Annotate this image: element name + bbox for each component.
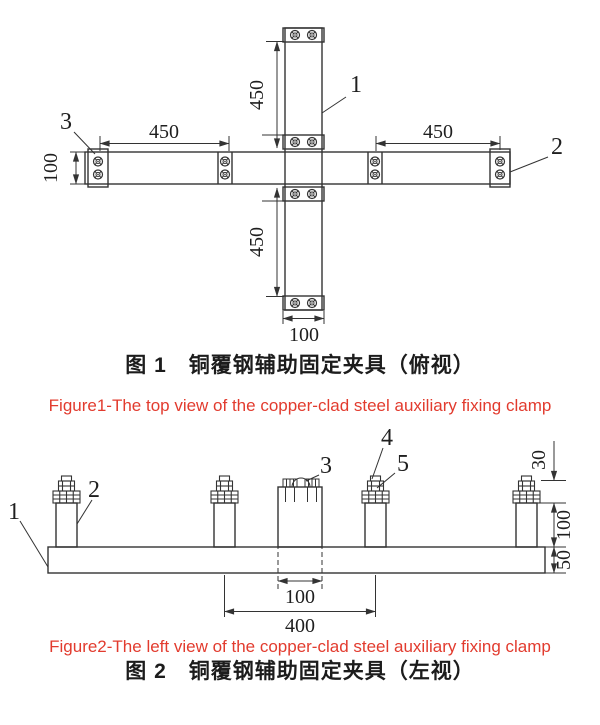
- figure1-top-view: 450 450 450 450 100: [40, 27, 563, 346]
- bolt-icon: [494, 169, 506, 180]
- svg-text:5: 5: [397, 451, 409, 477]
- part-label-1: 1: [321, 72, 362, 114]
- dim-text: 100: [289, 324, 319, 346]
- clamp-post-4: [361, 475, 390, 548]
- svg-text:2: 2: [551, 134, 563, 160]
- clamp-post-2: [210, 475, 239, 548]
- bolt-icon: [219, 156, 231, 167]
- horizontal-arm: [84, 151, 511, 185]
- svg-text:1: 1: [8, 499, 20, 525]
- dim-post-height-100: 100: [540, 502, 575, 548]
- dim-text: 100: [285, 586, 315, 608]
- bolt-icon: [306, 188, 318, 200]
- vertical-arm-clamp-plates: [282, 27, 325, 311]
- bolt-icon: [92, 156, 104, 167]
- clamp-post-1: [52, 475, 81, 548]
- part-label-4: 4: [371, 425, 393, 480]
- bolt-icon: [494, 156, 506, 167]
- part-label-5: 5: [376, 451, 409, 489]
- svg-text:3: 3: [320, 453, 332, 479]
- bolt-icon: [306, 136, 318, 148]
- dim-text: 450: [246, 80, 268, 110]
- svg-text:1: 1: [350, 72, 362, 98]
- part-label-3: 3: [60, 109, 96, 155]
- svg-text:4: 4: [381, 425, 393, 451]
- center-clamp-post: [277, 477, 323, 589]
- base-bar: [47, 546, 546, 574]
- dim-text: 100: [40, 153, 62, 183]
- clamp-post-5: [512, 475, 541, 548]
- svg-text:3: 3: [60, 109, 72, 135]
- dim-text: 400: [285, 615, 315, 637]
- bolt-icon: [369, 156, 381, 167]
- bolt-icon: [369, 169, 381, 180]
- threaded-top: [361, 475, 390, 504]
- dim-text: 450: [149, 121, 179, 143]
- figure2-caption-en: Figure2-The left view of the copper-clad…: [49, 637, 551, 656]
- figure2-caption-zh: 图 2 铜覆钢辅助固定夹具（左视）: [125, 660, 475, 683]
- part-label-2: 2: [509, 134, 563, 173]
- dim-top-arm-450: 450: [246, 41, 284, 149]
- threaded-top: [210, 475, 239, 504]
- conductor-rod-arc: [291, 477, 311, 488]
- dim-base-height-50: 50: [545, 546, 575, 574]
- bolt-icon: [289, 136, 301, 148]
- dim-text: 100: [553, 510, 575, 540]
- dim-top-offset-30: 30: [528, 441, 566, 481]
- bolt-icon: [289, 188, 301, 200]
- bolt-icon: [306, 297, 318, 309]
- bolt-icon: [289, 29, 301, 41]
- figure1-caption-zh: 图 1 铜覆钢辅助固定夹具（俯视）: [125, 354, 475, 377]
- part-label-1: 1: [8, 499, 49, 568]
- svg-text:2: 2: [88, 477, 100, 503]
- bolt-icon: [306, 29, 318, 41]
- figure1-caption-en: Figure1-The top view of the copper-clad …: [48, 396, 552, 415]
- dim-text: 450: [423, 121, 453, 143]
- threaded-top: [512, 475, 541, 504]
- bolt-icon: [92, 169, 104, 180]
- bolt-icon: [289, 297, 301, 309]
- horizontal-arm-clamp-plates: [87, 148, 511, 188]
- dim-bottom-arm-450: 450: [246, 187, 284, 297]
- dim-text: 50: [553, 550, 575, 570]
- part-label-3: 3: [305, 453, 332, 482]
- dim-post-span-400: 400: [224, 575, 376, 637]
- dim-left-arm-450: 450: [99, 121, 230, 151]
- dim-right-arm-450: 450: [375, 121, 501, 151]
- dim-arm-width-100: 100: [282, 311, 325, 346]
- vertical-arm: [284, 27, 323, 311]
- dim-clamp-spacing-100: 100: [277, 577, 323, 608]
- dim-text: 30: [528, 450, 550, 470]
- dim-bar-width-100: 100: [40, 151, 88, 185]
- dim-text: 450: [246, 227, 268, 257]
- part-label-2: 2: [76, 477, 100, 525]
- figure2-left-view: 100 400 30 100 50 1: [8, 425, 575, 637]
- threaded-top: [52, 475, 81, 504]
- bolt-icon: [219, 169, 231, 180]
